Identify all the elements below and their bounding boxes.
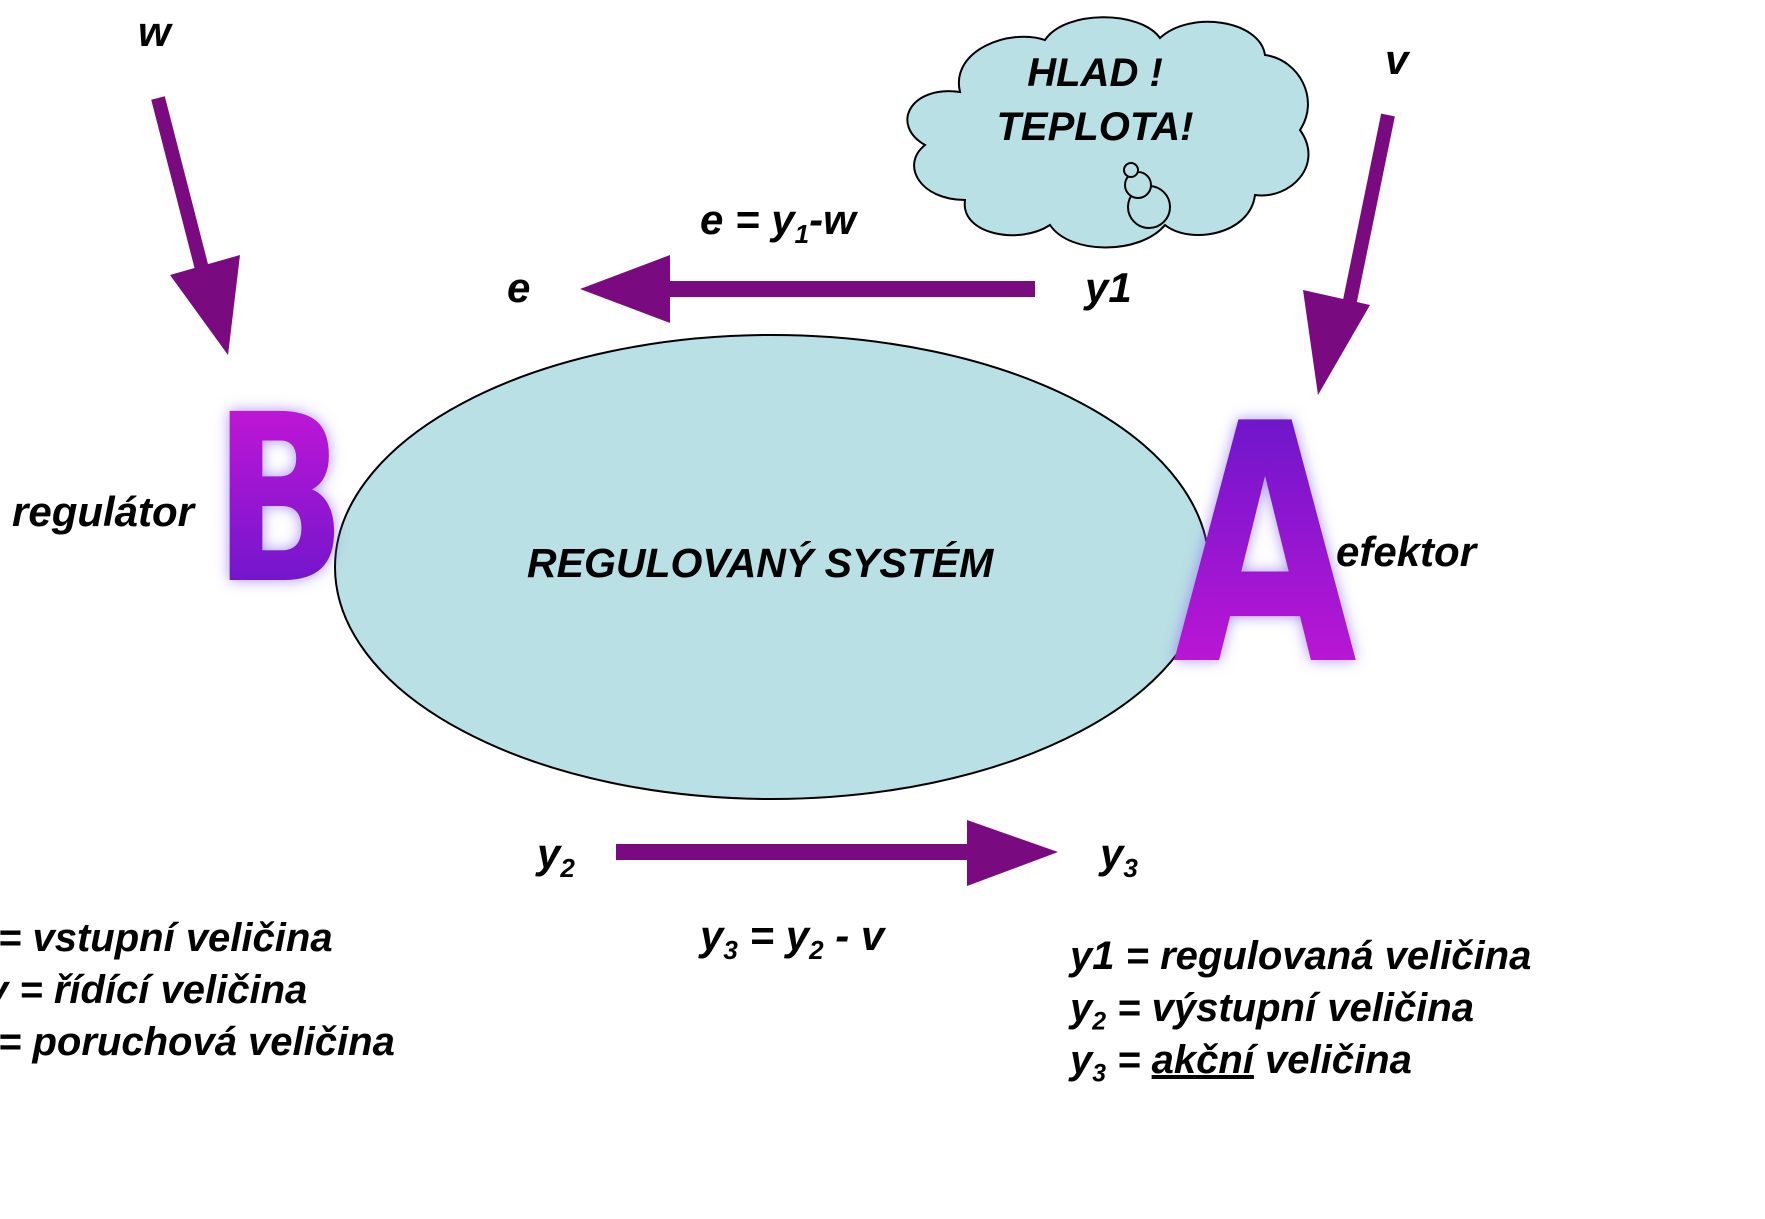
eq-y3-sub: 3 [723, 935, 738, 966]
y3-main: y [1100, 830, 1124, 877]
y1-label: y1 [1085, 264, 1132, 311]
effector-letter-a: A [1173, 354, 1359, 738]
thought-cloud [906, 16, 1310, 249]
cloud-text: HLAD ! TEPLOTA! [990, 46, 1200, 154]
legend-left-line-2: v = řídící veličina [0, 968, 308, 1012]
y2-sub: 2 [560, 853, 575, 884]
arrow-y2-to-y3 [616, 820, 1058, 886]
legend-right-line-2: y2 = výstupní veličina [1070, 986, 1474, 1035]
effector-label: efektor [1336, 528, 1477, 575]
eq-y3-main: y [700, 912, 724, 959]
error-eq-tail: -w [809, 196, 856, 243]
eq-y2-sub: 2 [809, 935, 824, 966]
error-equation: e = y1-w [700, 196, 856, 247]
legend-y3-tail: veličina [1253, 1038, 1412, 1082]
legend-y2-tail: = výstupní veličina [1106, 986, 1474, 1030]
e-label: e [507, 264, 531, 311]
eq-tail: - v [823, 912, 885, 959]
cloud-line-temperature: TEPLOTA! [996, 105, 1194, 149]
svg-text:A: A [1173, 354, 1359, 738]
error-eq-sub: 1 [794, 219, 810, 250]
regulator-letter-b: B [214, 366, 347, 635]
legend-y3-underlined: akční [1151, 1038, 1254, 1082]
cloud-line-hunger: HLAD ! [1027, 51, 1163, 95]
arrow-w-to-regulator [151, 96, 240, 355]
regulator-label: regulátor [12, 488, 195, 535]
legend-left-line-1: = vstupní veličina [0, 916, 333, 960]
system-label: REGULOVANÝ SYSTÉM [527, 540, 994, 586]
error-eq-main: e = y [700, 196, 795, 243]
arrow-y1-to-e [580, 255, 1035, 323]
legend-y2-sub: 2 [1092, 1008, 1107, 1036]
y3-label: y3 [1100, 830, 1138, 881]
svg-text:B: B [214, 366, 347, 635]
legend-left-line-3: = poruchová veličina [0, 1020, 395, 1064]
input-v-label: v [1385, 36, 1409, 83]
eq-mid: = y [737, 912, 810, 959]
y3-equation: y3 = y2 - v [700, 912, 885, 963]
regulated-system-ellipse [334, 334, 1210, 800]
legend-right-line-1: y1 = regulovaná veličina [1070, 934, 1532, 978]
input-w-label: w [138, 8, 171, 55]
legend-y3-eq: = [1106, 1038, 1152, 1082]
y3-sub: 3 [1123, 853, 1138, 884]
arrow-v-to-effector [1303, 113, 1395, 395]
legend-y3-main: y [1070, 1038, 1093, 1082]
y2-label: y2 [537, 830, 575, 881]
legend-right-line-3: y3 = akční veličina [1070, 1038, 1412, 1087]
y2-main: y [537, 830, 561, 877]
legend-y3-sub: 3 [1092, 1060, 1107, 1088]
legend-y2-main: y [1070, 986, 1093, 1030]
